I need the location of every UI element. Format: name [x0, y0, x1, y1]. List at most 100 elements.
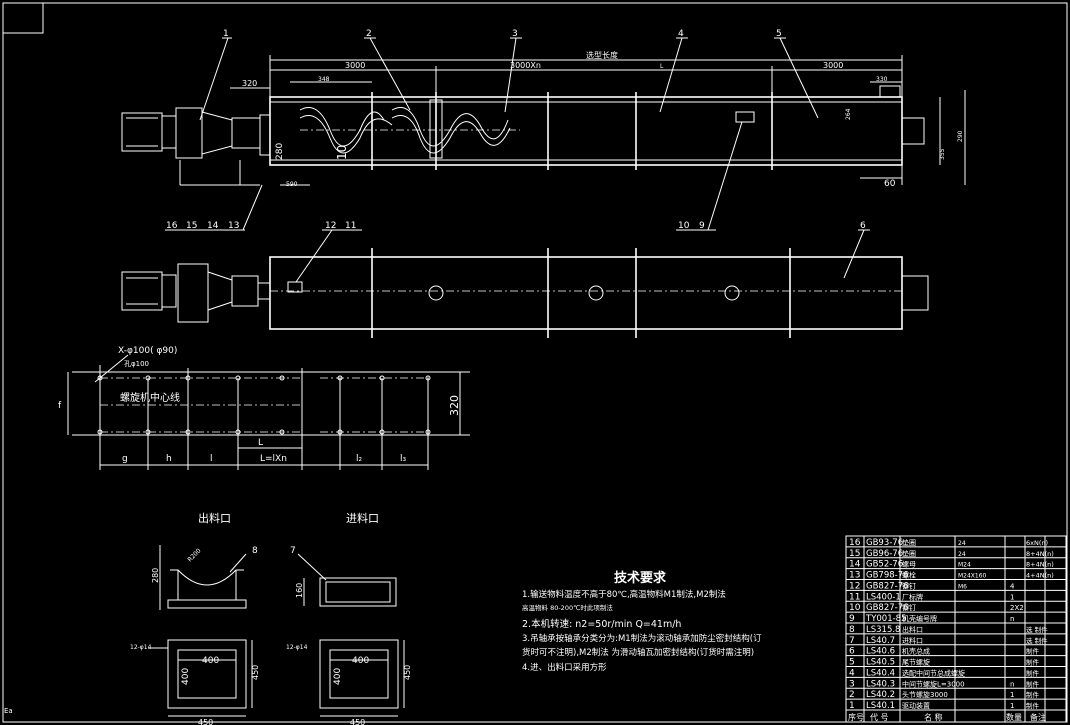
centerline-label: 螺旋机中心线: [120, 391, 180, 404]
svg-text:2: 2: [366, 29, 372, 39]
bom-code: LS40.7: [866, 636, 895, 646]
dim-h: h: [166, 454, 172, 464]
bom-no: 9: [849, 614, 855, 624]
bom-code: GB827-76: [866, 581, 909, 591]
bom-code: GB827-76: [866, 603, 909, 613]
bom-note: 制件: [1026, 690, 1040, 699]
layout-holes: [97, 375, 431, 435]
bom-spec: M24X160: [958, 573, 987, 580]
bom-code: LS40.5: [866, 658, 895, 668]
inlet-w: 400: [352, 656, 369, 666]
tech-line-6: 4.进、出料口采用方形: [522, 662, 607, 673]
bom-code: LS40.6: [866, 647, 895, 657]
outlet-h: 400: [181, 668, 191, 685]
bom-name: 螺母: [902, 560, 916, 569]
dim-lxn: L=lXn: [260, 454, 287, 464]
bom-spec: M6: [958, 583, 967, 590]
svg-text:4: 4: [678, 29, 684, 39]
bom-qty: 1: [1010, 702, 1014, 710]
bom-name: 驱动装置: [902, 701, 930, 710]
bom-no: 10: [849, 603, 861, 613]
bom-name: 进料口: [902, 636, 923, 645]
inlet-bw: 450: [350, 718, 365, 725]
balloon-11: 11: [345, 221, 356, 231]
balloon-14: 14: [207, 221, 219, 231]
bom-note: 选 制件: [1026, 636, 1048, 645]
dim-320: 320: [448, 395, 461, 416]
bom-qty: 1: [1010, 691, 1014, 699]
nameplate: [735, 111, 755, 123]
balloon-6: 6: [860, 221, 866, 231]
bom-no: 8: [849, 625, 855, 635]
plan-view: [121, 248, 929, 338]
bom-note: 制件: [1026, 668, 1040, 677]
balloon-4: 4: [659, 29, 688, 113]
balloon-5: 5: [774, 29, 819, 119]
bom-code: LS315.8: [866, 625, 900, 635]
dim-seg2: 3000Xn: [510, 61, 541, 70]
bom-name: 选配中间节总成螺旋: [902, 668, 965, 677]
bom-name: 机壳总成: [902, 647, 930, 656]
balloon-8: 8: [252, 546, 258, 556]
bom-name: 垫圈: [902, 549, 916, 558]
bom-code: LS40.2: [866, 690, 895, 700]
dim-d9: 264: [845, 108, 852, 120]
balloon-10: 10: [678, 221, 690, 231]
bom-note: 8+4N(n): [1026, 561, 1054, 569]
outlet-title: 出料口: [198, 511, 231, 525]
screw-flight: [299, 107, 385, 147]
hanger-bearing: [429, 99, 443, 159]
dim-d2: 280: [275, 143, 285, 160]
balloon-3: 3: [504, 29, 522, 113]
bom-name: 铆钉: [902, 603, 916, 612]
outlet-dside: 280: [151, 568, 160, 583]
outlet-dtop: R200: [186, 547, 202, 563]
bom-no: 1: [849, 701, 855, 711]
dim-l: l: [210, 454, 213, 464]
dim-small2: 330: [876, 76, 888, 83]
dim-l3: l₃: [400, 454, 407, 464]
bom-qty: 4: [1010, 582, 1015, 590]
bom-code: TY001-85: [865, 614, 907, 624]
inlet-dside: 160: [295, 583, 304, 598]
bom-qty: n: [1010, 680, 1014, 688]
tech-line-2: 高温物料 80-200℃时此项制法: [522, 603, 613, 612]
bom-no: 3: [849, 679, 855, 689]
balloon-15: 15: [186, 221, 197, 231]
hole-label: X-φ100( φ90): [118, 346, 177, 356]
inlet-oh: 450: [403, 665, 412, 680]
bom-qty: n: [1010, 615, 1014, 623]
bom-no: 16: [849, 538, 861, 548]
bom-no: 13: [849, 571, 860, 581]
outlet-detail: 出料口 8 280 R200 12-φ14 400 400 450 450: [130, 511, 260, 725]
bom-code: GB93-76: [866, 538, 903, 548]
bom-note: 4+4N(n): [1026, 572, 1054, 580]
bom-no: 12: [849, 581, 860, 591]
dim-d3: 10: [335, 145, 349, 160]
bom-code: LS40.3: [866, 679, 895, 689]
svg-text:1: 1: [223, 29, 229, 39]
balloon-13: 13: [228, 221, 239, 231]
bom-code: LS400-1: [866, 592, 901, 602]
bom-name: 厂标牌: [902, 592, 923, 601]
bom-footer-qty: 数量: [1006, 712, 1022, 722]
bom-name: 铆钉: [902, 581, 916, 590]
bom-note: 6xN(n): [1026, 539, 1048, 547]
dim-f: f: [58, 401, 62, 411]
balloon-9: 9: [699, 221, 705, 231]
elevation-view: 选型长度 3000 3000Xn 3000 320 348 L 330 280 …: [121, 29, 966, 189]
mid-balloons: 16 15 14 13 12 11 10 9 6: [165, 121, 870, 283]
tail-bearing: [901, 117, 925, 145]
bom-spec: 24: [958, 540, 966, 547]
inlet-detail: 进料口 7 160 12-φ14 400 400 450 450: [286, 511, 412, 725]
